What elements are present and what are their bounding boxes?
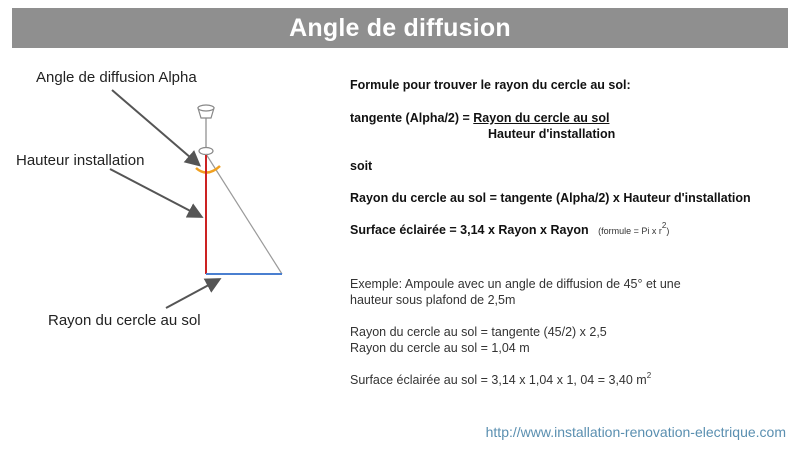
example-line-3: Rayon du cercle au sol = tangente (45/2)… [350,325,607,339]
surface-main: Surface éclairée = 3,14 x Rayon x Rayon [350,223,589,237]
label-radius: Rayon du cercle au sol [48,312,201,329]
example-line-4: Rayon du cercle au sol = 1,04 m [350,341,530,355]
surface-note-exp: 2 [661,221,667,230]
example-line-5-text: Surface éclairée au sol = 3,14 x 1,04 x … [350,373,647,387]
example-line-5: Surface éclairée au sol = 3,14 x 1,04 x … [350,371,652,387]
denominator: Hauteur d'installation [488,127,616,141]
diffusion-diagram [0,50,340,350]
lamp-fixture [197,104,215,156]
formula-tangent: tangente (Alpha/2) = Rayon du cercle au … [350,111,609,125]
footer-url-link[interactable]: http://www.installation-renovation-elect… [485,424,786,440]
numerator: Rayon du cercle au sol [473,111,610,125]
surface-note-end: ) [666,226,670,236]
tan-prefix: tangente (Alpha/2) = [350,111,474,125]
light-cone [205,153,283,275]
radius-formula: Rayon du cercle au sol = tangente (Alpha… [350,191,751,205]
height-arrow [109,168,204,218]
angle-arc [195,165,221,174]
example-line-2: hauteur sous plafond de 2,5m [350,293,516,307]
formula-soit: soit [350,159,373,173]
surface-note-text: (formule = Pi x r [598,226,662,236]
surface-formula: Surface éclairée = 3,14 x Rayon x Rayon … [350,221,670,237]
label-height: Hauteur installation [16,152,145,169]
surface-note: (formule = Pi x r2) [598,221,670,236]
page-title-bar: Angle de diffusion [12,8,788,48]
page-title: Angle de diffusion [289,13,511,42]
example-line-5-exp: 2 [646,371,652,380]
diagram-svg [109,89,283,309]
example-line-1: Exemple: Ampoule avec un angle de diffus… [350,277,681,291]
radius-arrow [165,278,222,309]
formula-heading: Formule pour trouver le rayon du cercle … [350,78,631,92]
angle-arrow [111,89,202,167]
label-angle: Angle de diffusion Alpha [36,69,197,86]
